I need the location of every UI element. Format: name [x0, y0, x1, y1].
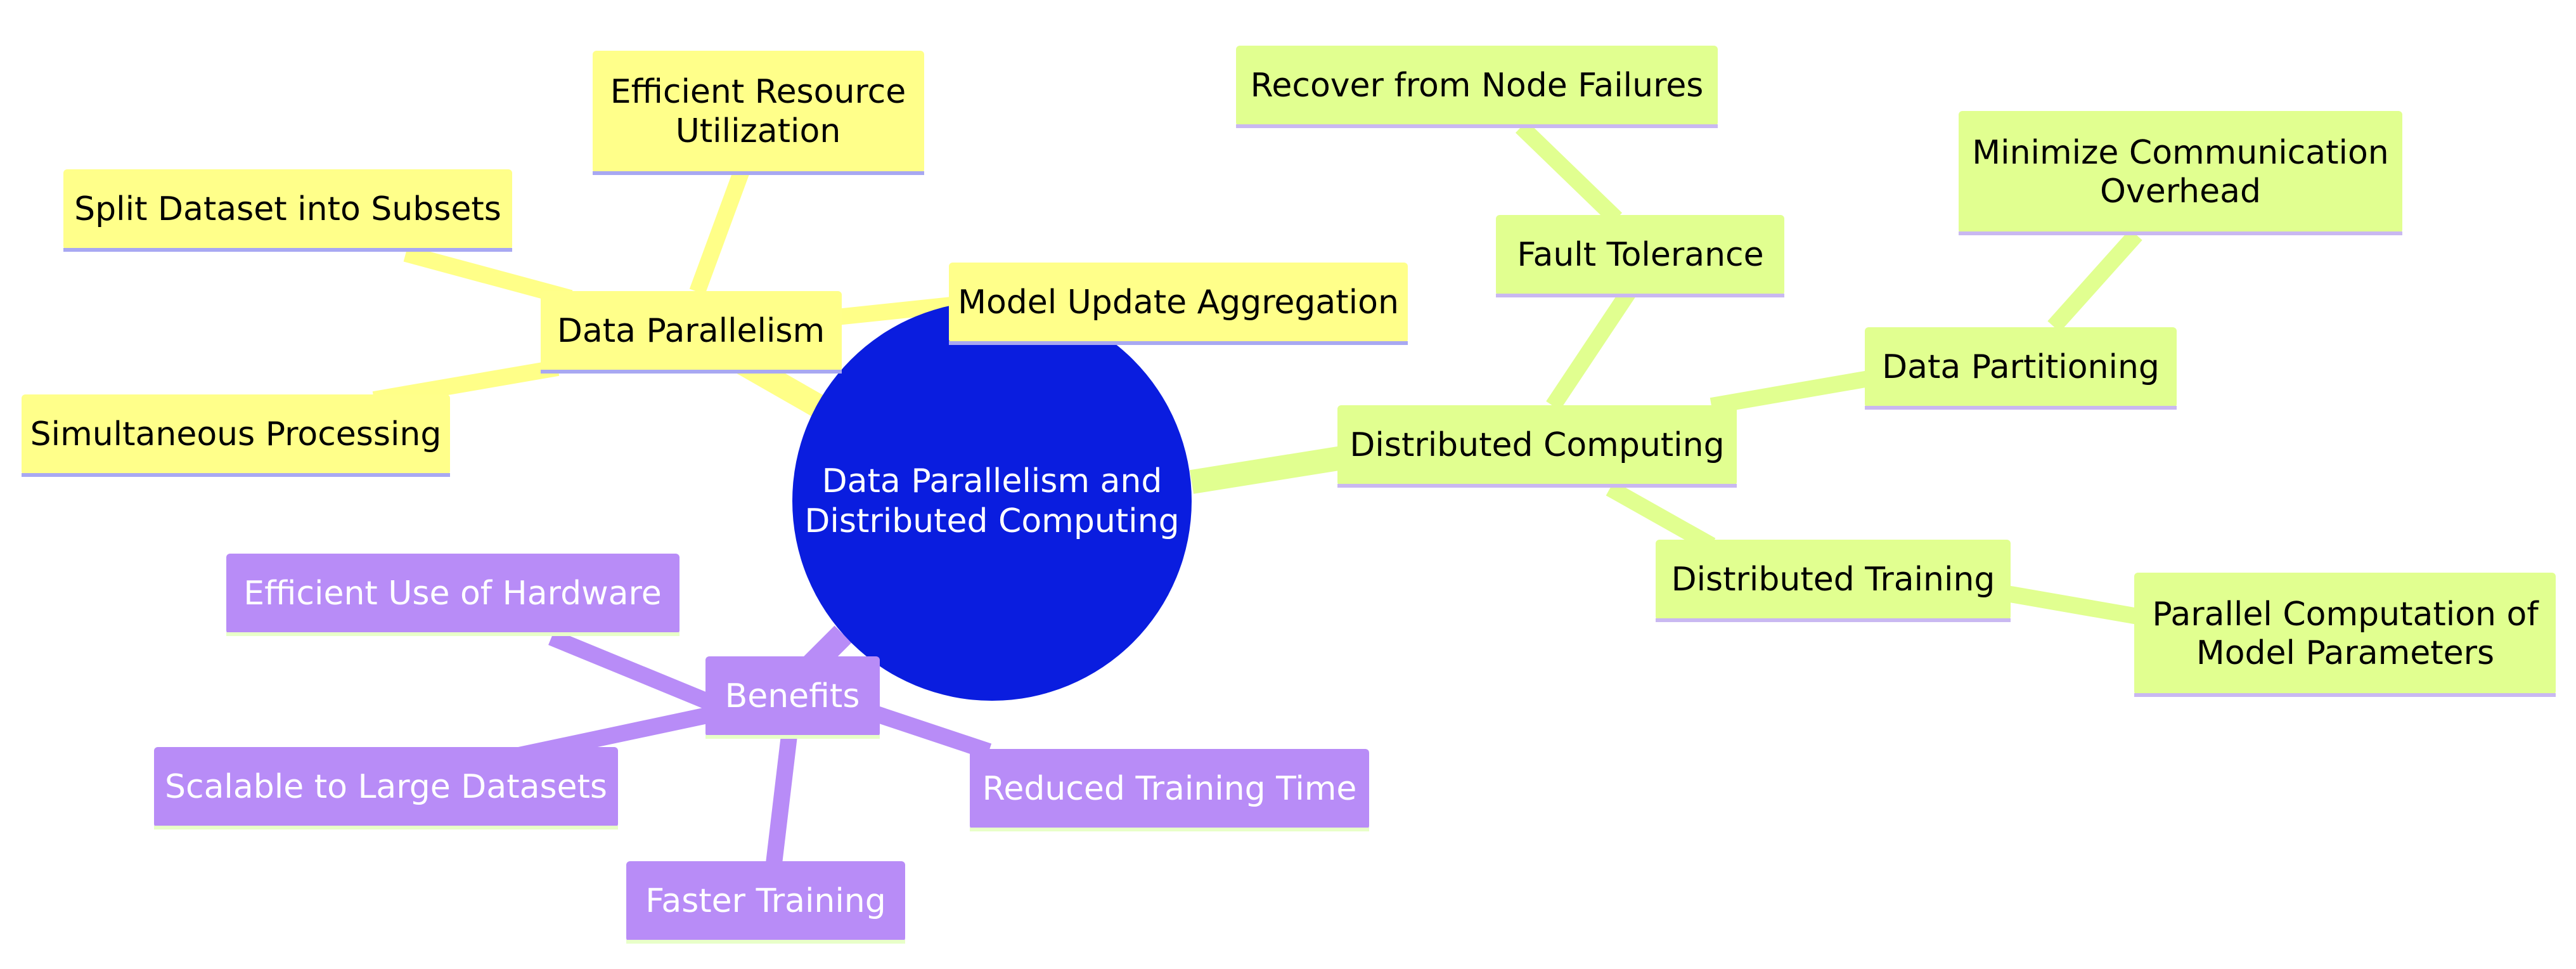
edge-ft-recover [1515, 120, 1623, 225]
model-update-aggregation-label: Model Update Aggregation [958, 283, 1399, 322]
parallel-computation-line1: Parallel Computation of [2152, 595, 2539, 634]
node-data-partitioning: Data Partitioning [1865, 327, 2177, 410]
efficient-resource-line1: Efficient Resource [610, 73, 906, 111]
faster-training-label: Faster Training [645, 882, 886, 920]
edge-dc-data-partitioning [1710, 369, 1878, 414]
node-distributed-computing: Distributed Computing [1337, 405, 1737, 488]
efficient-resource-line2: Utilization [676, 112, 841, 150]
minimize-communication-line1: Minimize Communication [1972, 134, 2389, 172]
node-distributed-training: Distributed Training [1656, 540, 2011, 622]
edge-dp-simultaneous [372, 360, 560, 408]
parallel-computation-line2: Model Parameters [2196, 634, 2494, 672]
root-node: Data Parallelism and Distributed Computi… [792, 301, 1192, 701]
node-efficient-use-hardware: Efficient Use of Hardware [226, 554, 679, 636]
node-faster-training: Faster Training [626, 861, 905, 944]
edge-dc-distributed-training [1606, 481, 1716, 553]
distributed-training-label: Distributed Training [1671, 561, 1995, 599]
node-split-dataset: Split Dataset into Subsets [63, 169, 512, 252]
scalable-large-datasets-label: Scalable to Large Datasets [165, 768, 607, 806]
edge-dp2-minimize [2047, 229, 2142, 332]
node-reduced-training-time: Reduced Training Time [970, 749, 1369, 831]
node-scalable-large-datasets: Scalable to Large Datasets [154, 747, 618, 829]
edge-dp-split-dataset [403, 245, 573, 306]
edge-dp-efficient-resource [689, 168, 750, 295]
node-data-parallelism: Data Parallelism [541, 291, 842, 374]
edge-dt-parallel-computation [2001, 585, 2151, 627]
distributed-computing-label: Distributed Computing [1349, 426, 1724, 464]
recover-node-failures-label: Recover from Node Failures [1251, 67, 1704, 105]
node-benefits: Benefits [705, 656, 880, 739]
edge-dc-fault-tolerance [1546, 287, 1636, 411]
node-parallel-computation: Parallel Computation of Model Parameters [2134, 573, 2556, 697]
simultaneous-processing-label: Simultaneous Processing [30, 415, 442, 453]
fault-tolerance-label: Fault Tolerance [1517, 236, 1763, 274]
benefits-label: Benefits [725, 677, 860, 715]
minimize-communication-line2: Overhead [2100, 172, 2261, 211]
edge-benefits-reduced [872, 705, 992, 760]
data-parallelism-label: Data Parallelism [557, 312, 825, 350]
split-dataset-label: Split Dataset into Subsets [74, 190, 501, 228]
edge-root-distributed-computing [1189, 445, 1353, 494]
node-recover-node-failures: Recover from Node Failures [1236, 46, 1718, 128]
node-model-update-aggregation: Model Update Aggregation [949, 263, 1408, 345]
node-fault-tolerance: Fault Tolerance [1496, 215, 1784, 297]
node-minimize-communication: Minimize Communication Overhead [1959, 111, 2402, 235]
root-label-line2: Distributed Computing [804, 502, 1179, 540]
reduced-training-time-label: Reduced Training Time [982, 770, 1357, 808]
root-label-line1: Data Parallelism and [822, 462, 1162, 500]
edge-benefits-faster [765, 734, 797, 870]
data-partitioning-label: Data Partitioning [1882, 348, 2160, 386]
efficient-use-hardware-label: Efficient Use of Hardware [243, 575, 661, 613]
node-efficient-resource-utilization: Efficient Resource Utilization [593, 51, 924, 175]
edge-dp-model-update [835, 296, 958, 325]
node-simultaneous-processing: Simultaneous Processing [22, 394, 450, 477]
edge-benefits-efficient-hardware [548, 629, 732, 719]
